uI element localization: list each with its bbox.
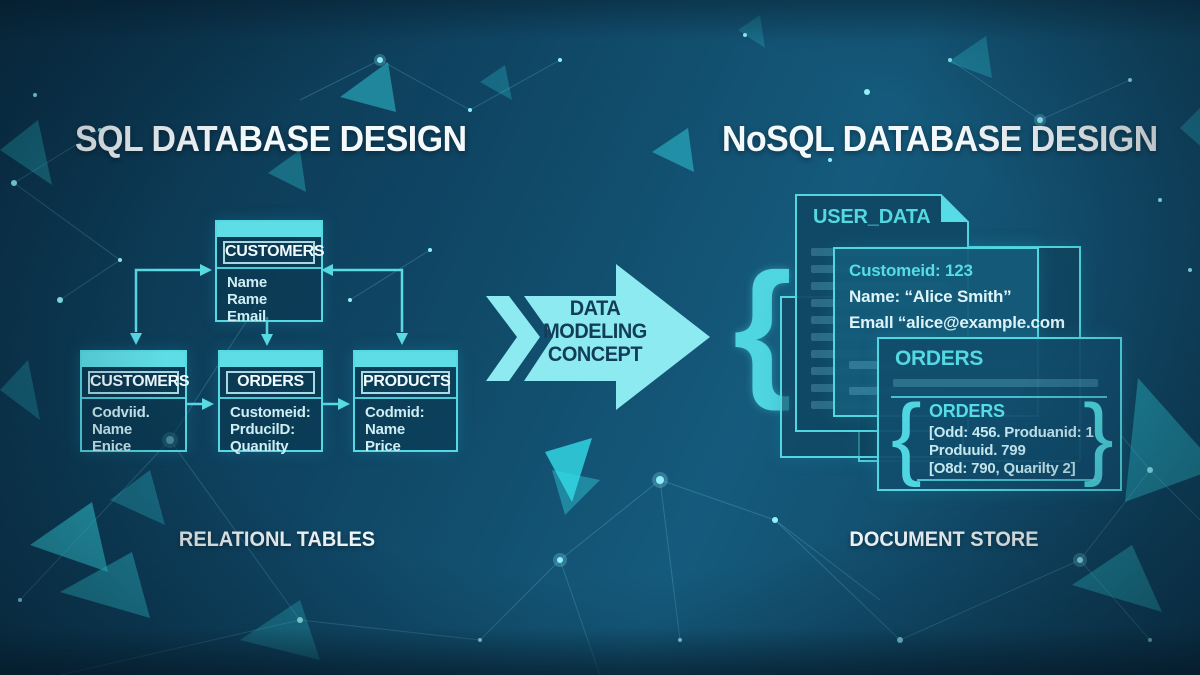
customer-email-text: Emall “alice@example.com xyxy=(849,313,1065,332)
divider-line xyxy=(891,396,1107,398)
order-record-text: [Odd: 456. Produanid: 1 ] xyxy=(929,424,1103,441)
json-brace-close: } xyxy=(1083,386,1114,488)
order-record-text: [O8d: 790, Quarilty 2] xyxy=(929,460,1076,477)
orders-detail-card: ORDERS { ORDERS [Odd: 456. Produanid: 1 … xyxy=(877,337,1122,491)
redacted-text-line xyxy=(893,379,1098,387)
arrow-label-line: DATA xyxy=(569,297,621,320)
json-brace-open: { xyxy=(891,386,922,488)
arrow-label-line: MODELING xyxy=(543,320,647,343)
arrow-label: DATA MODELING CONCEPT xyxy=(529,297,662,366)
divider-line xyxy=(917,479,1097,481)
customer-id-text: Customeid: 123 xyxy=(849,261,973,280)
orders-card-title: ORDERS xyxy=(895,347,984,370)
orders-inner-title: ORDERS xyxy=(929,401,1005,421)
customer-name-text: Name: “Alice Smith” xyxy=(849,287,1012,306)
document-title: USER_DATA xyxy=(813,206,931,228)
nosql-caption: DOCUMENT STORE xyxy=(849,528,1039,551)
arrow-label-line: CONCEPT xyxy=(547,343,643,366)
sql-caption: RELATIONL TABLES xyxy=(178,528,376,551)
order-record-text: Produuid. 799 xyxy=(929,442,1026,459)
